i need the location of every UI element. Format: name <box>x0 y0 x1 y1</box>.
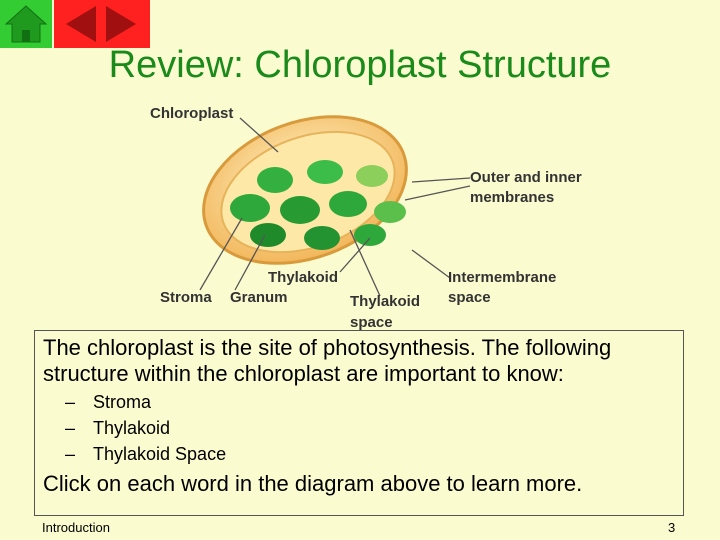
list-item: –Thylakoid Space <box>65 444 227 464</box>
page-number: 3 <box>668 520 676 535</box>
page-title: Review: Chloroplast Structure <box>108 44 612 86</box>
text-box: The chloroplast is the site of photosynt… <box>34 330 684 516</box>
label-thylakoid[interactable]: Thylakoid <box>268 269 339 286</box>
list-item: –Stroma <box>65 392 152 412</box>
instruction-text: Click on each word in the diagram above … <box>43 471 583 496</box>
bullet-stroma: Stroma <box>93 392 152 412</box>
chloroplast-diagram: Chloroplast Outer and inner membranes Th… <box>150 100 590 332</box>
back-arrow-icon <box>66 6 136 42</box>
bullet-thylakoid: Thylakoid <box>93 418 171 438</box>
chloroplast-illustration <box>199 115 471 297</box>
home-icon <box>4 5 48 43</box>
home-button[interactable] <box>0 0 52 48</box>
label-intermembrane-space-line1[interactable]: Intermembrane <box>448 269 557 286</box>
structure-list: –Stroma –Thylakoid –Thylakoid Space <box>65 389 226 467</box>
label-outer-inner-membranes-line2[interactable]: membranes <box>470 189 555 206</box>
label-chloroplast[interactable]: Chloroplast <box>150 105 234 122</box>
label-intermembrane-space-line2[interactable]: space <box>448 289 491 306</box>
bullet-thylakoid-space: Thylakoid Space <box>93 444 227 464</box>
list-item: –Thylakoid <box>65 418 171 438</box>
label-thylakoid-space-line1[interactable]: Thylakoid <box>350 293 421 310</box>
intro-text: The chloroplast is the site of photosynt… <box>43 335 612 386</box>
label-thylakoid-space-line2[interactable]: space <box>350 314 393 331</box>
label-outer-inner-membranes-line1[interactable]: Outer and inner <box>470 169 582 186</box>
label-stroma[interactable]: Stroma <box>160 289 212 306</box>
grana-stacks[interactable] <box>230 160 406 250</box>
footer-section: Introduction <box>42 520 110 535</box>
back-button[interactable] <box>54 0 150 48</box>
label-granum[interactable]: Granum <box>230 289 288 306</box>
leader-lines <box>199 117 471 297</box>
